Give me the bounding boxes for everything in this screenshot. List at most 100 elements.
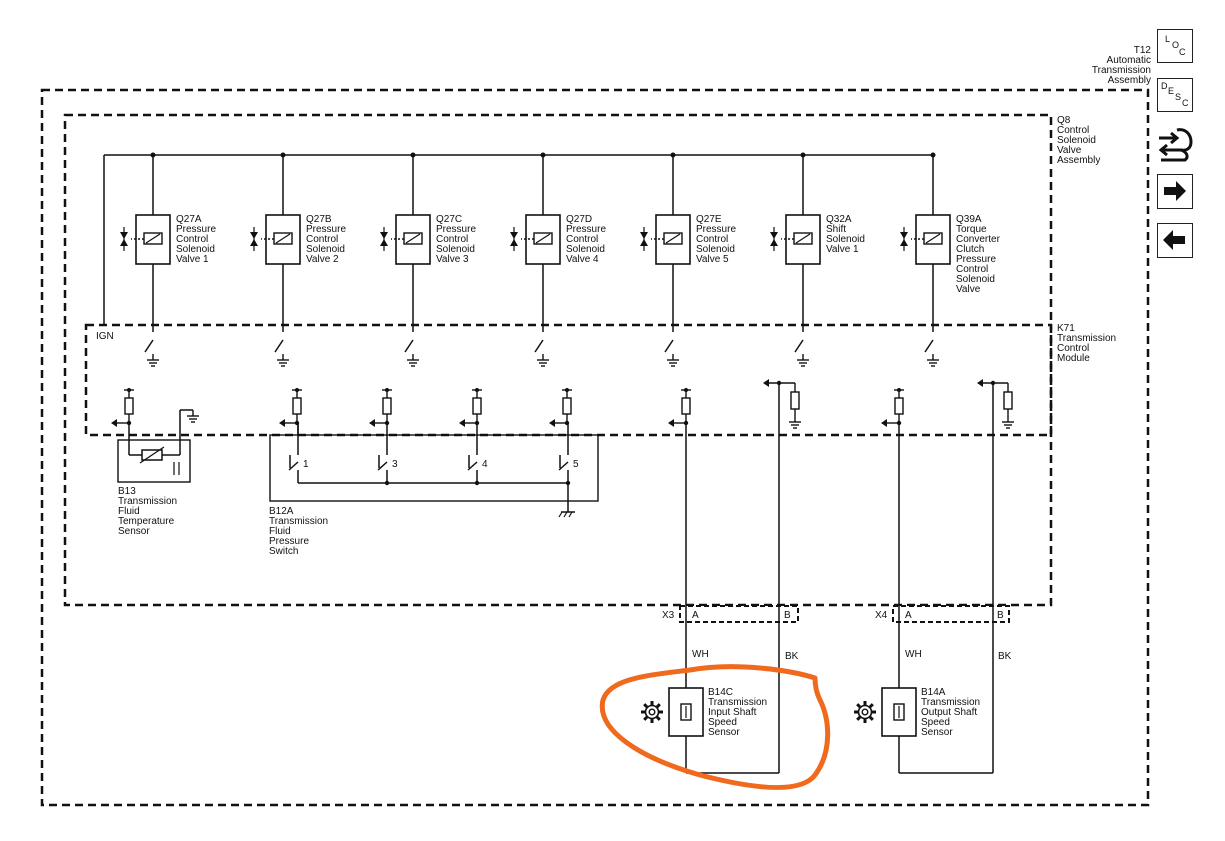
k71-id: K71 bbox=[1057, 323, 1075, 334]
svg-text:E: E bbox=[1168, 86, 1174, 96]
tcm-input-pullup-2 bbox=[369, 388, 392, 427]
b12a-line1: Transmission bbox=[269, 516, 328, 527]
b14c-sensor-body bbox=[668, 687, 704, 737]
b13-temperature-sensor bbox=[117, 409, 200, 483]
t12-line2: Transmission bbox=[1092, 65, 1151, 76]
solenoid-label-line: Pressure bbox=[176, 224, 216, 235]
wiring-harness-icon[interactable] bbox=[1157, 124, 1195, 164]
solenoid-label-line: Control bbox=[956, 264, 988, 275]
solenoid-id: Q27D bbox=[566, 214, 592, 225]
x4-pin-a: A bbox=[905, 610, 912, 621]
q8-line2: Solenoid bbox=[1057, 135, 1096, 146]
b12a-id: B12A bbox=[269, 506, 294, 517]
desc-glyph: D E S C bbox=[1161, 81, 1189, 108]
b13-id: B13 bbox=[118, 486, 136, 497]
solenoid-id: Q27B bbox=[306, 214, 332, 225]
svg-text:C: C bbox=[1182, 98, 1189, 108]
solenoid-label-line: Pressure bbox=[696, 224, 736, 235]
tcm-input-pullup-1 bbox=[279, 388, 302, 427]
ign-label: IGN bbox=[96, 331, 114, 342]
x4-id: X4 bbox=[875, 610, 888, 621]
b12a-switch-label: 5 bbox=[573, 459, 579, 470]
solenoid-label-line: Solenoid bbox=[956, 274, 995, 285]
b12a-switch-1: 1 bbox=[288, 423, 309, 483]
loc-glyph: L O C bbox=[1165, 34, 1186, 57]
solenoid-label-line: Clutch bbox=[956, 244, 984, 255]
b14c-line2: Input Shaft bbox=[708, 707, 757, 718]
k71-line3: Module bbox=[1057, 353, 1090, 364]
solenoid-label-line: Solenoid bbox=[436, 244, 475, 255]
x4-connector bbox=[892, 605, 1010, 623]
svg-text:S: S bbox=[1175, 92, 1181, 102]
description-button[interactable]: D E S C bbox=[1157, 78, 1193, 112]
arrow-right-icon bbox=[1164, 181, 1186, 201]
x4-b-wire-color: BK bbox=[998, 651, 1012, 662]
b12a-line2: Fluid bbox=[269, 526, 291, 537]
solenoid-label-line: Solenoid bbox=[826, 234, 865, 245]
x3-a-wire-color: WH bbox=[692, 649, 709, 660]
solenoid-label-line: Valve 4 bbox=[566, 254, 599, 265]
tcm-input-pullup-6 bbox=[881, 388, 904, 427]
next-button[interactable] bbox=[1157, 174, 1193, 209]
k71-module-boundary bbox=[84, 323, 1053, 437]
b14c-highlight-circle bbox=[599, 664, 831, 790]
b12a-switch-5: 5 bbox=[558, 423, 579, 486]
solenoid-label-line: Valve 2 bbox=[306, 254, 339, 265]
ground-icon bbox=[276, 353, 290, 367]
solenoid-label-line: Control bbox=[176, 234, 208, 245]
solenoid-id: Q27E bbox=[696, 214, 722, 225]
x3-id: X3 bbox=[662, 610, 675, 621]
b14c-id: B14C bbox=[708, 687, 733, 698]
solenoid-label-line: Pressure bbox=[956, 254, 996, 265]
previous-button[interactable] bbox=[1157, 223, 1193, 258]
k71-line2: Control bbox=[1057, 343, 1089, 354]
x4-b-pulldown bbox=[977, 379, 1015, 429]
x3-b-wire-color: BK bbox=[785, 651, 799, 662]
location-button[interactable]: L O C bbox=[1157, 29, 1193, 63]
solenoid-label-line: Control bbox=[306, 234, 338, 245]
solenoid-label-line: Shift bbox=[826, 224, 846, 235]
solenoid-label-line: Valve 1 bbox=[176, 254, 209, 265]
b12a-chassis-ground-icon bbox=[558, 483, 575, 518]
b13-line2: Fluid bbox=[118, 506, 140, 517]
ground-icon bbox=[788, 415, 802, 429]
b12a-switch-label: 1 bbox=[303, 459, 309, 470]
t12-line3: Assembly bbox=[1108, 75, 1151, 86]
tcm-input-pullup-5 bbox=[668, 388, 691, 427]
solenoid-label-line: Pressure bbox=[566, 224, 606, 235]
b14a-gear-icon bbox=[852, 699, 878, 725]
solenoid-id: Q32A bbox=[826, 214, 852, 225]
x3-b-pulldown bbox=[763, 379, 802, 429]
ground-icon bbox=[796, 353, 810, 367]
b14c-line3: Speed bbox=[708, 717, 737, 728]
solenoid-label-line: Solenoid bbox=[176, 244, 215, 255]
ground-icon bbox=[926, 353, 940, 367]
b14c-line1: Transmission bbox=[708, 697, 767, 708]
b12a-switch-frame bbox=[269, 434, 599, 502]
b13-line1: Transmission bbox=[118, 496, 177, 507]
b12a-line3: Pressure bbox=[269, 536, 309, 547]
ground-icon bbox=[666, 353, 680, 367]
k71-line1: Transmission bbox=[1057, 333, 1116, 344]
b13-line3: Temperature bbox=[118, 516, 175, 527]
solenoid-label-line: Solenoid bbox=[696, 244, 735, 255]
solenoid-label-line: Valve bbox=[956, 284, 981, 295]
x3-pin-b: B bbox=[784, 610, 791, 621]
b12a-switch-group: 1 3 4 5 bbox=[288, 423, 579, 486]
b12a-switch-label: 4 bbox=[482, 459, 488, 470]
solenoid-label-line: Converter bbox=[956, 234, 1001, 245]
b12a-switch-label: 3 bbox=[392, 459, 398, 470]
b12a-switch-4: 4 bbox=[467, 423, 488, 486]
t12-id: T12 bbox=[1134, 45, 1152, 56]
solenoid-id: Q27C bbox=[436, 214, 462, 225]
b14a-line1: Transmission bbox=[921, 697, 980, 708]
b13-line4: Sensor bbox=[118, 526, 150, 537]
solenoid-id: Q27A bbox=[176, 214, 202, 225]
ground-icon bbox=[1001, 415, 1015, 429]
q8-line3: Valve bbox=[1057, 145, 1082, 156]
x4-pin-b: B bbox=[997, 610, 1004, 621]
x3-connector bbox=[679, 605, 799, 623]
